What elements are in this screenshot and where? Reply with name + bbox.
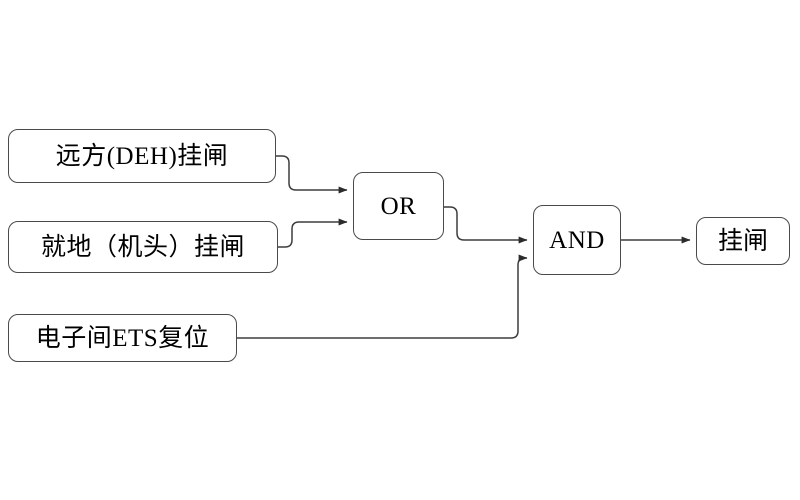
gate-or-label: OR [380, 192, 417, 220]
wire-local-to-or [278, 218, 348, 248]
input-box-local[interactable]: 就地（机头）挂闸 [8, 221, 278, 273]
input-box-ets[interactable]: 电子间ETS复位 [8, 314, 237, 362]
input-box-ets-label: 电子间ETS复位 [35, 324, 210, 352]
wire-deh-to-or [276, 155, 348, 194]
input-box-deh-label: 远方(DEH)挂闸 [55, 142, 229, 170]
gate-and[interactable]: AND [533, 205, 621, 275]
input-box-local-label: 就地（机头）挂闸 [40, 233, 245, 261]
gate-and-label: AND [549, 226, 605, 254]
input-box-deh[interactable]: 远方(DEH)挂闸 [8, 129, 276, 183]
output-box-guazha-label: 挂闸 [717, 227, 768, 255]
gate-or[interactable]: OR [353, 172, 444, 240]
wire-ets-to-and [237, 254, 528, 339]
output-box-guazha[interactable]: 挂闸 [696, 217, 790, 265]
wire-or-to-and [444, 206, 528, 244]
